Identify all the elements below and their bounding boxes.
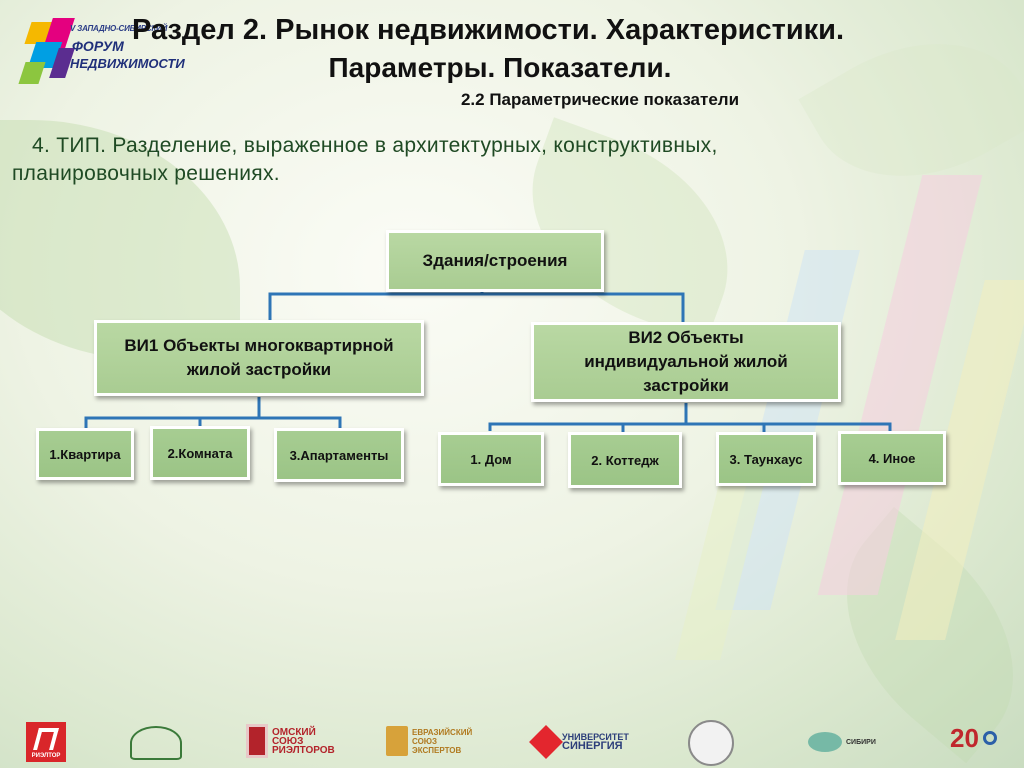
- sinergy-line2: СИНЕРГИЯ: [562, 740, 623, 752]
- diagram-root-node: Здания/строения: [386, 230, 604, 292]
- sibiri-text: СИБИРИ: [846, 738, 876, 746]
- leaf-label: 4. Иное: [868, 450, 916, 466]
- sinergy-logo: УНИВЕРСИТЕТ СИНЕРГИЯ: [529, 725, 629, 759]
- diagram-leaf-node: 4. Иное: [838, 431, 946, 485]
- page-title: Раздел 2. Рынок недвижимости. Характерис…: [132, 14, 845, 46]
- rieltor-logo: РИЭЛТОР: [26, 722, 66, 762]
- omsk-line1: ОМСКИЙ: [272, 726, 316, 738]
- omsk-line3: РИЭЛТОРОВ: [272, 744, 335, 756]
- diagram-branch-node-vi2: ВИ2 Объекты индивидуальной жилой застрой…: [531, 322, 841, 402]
- diagram-leaf-node: 3. Таунхаус: [716, 432, 816, 486]
- branch1-label: ВИ1 Объекты многоквартирной жилой застро…: [124, 336, 394, 379]
- eurasian-line2: СОЮЗ: [412, 736, 438, 746]
- omsk-union-logo: ОМСКИЙ СОЮЗ РИЭЛТОРОВ: [246, 724, 335, 758]
- diagram-branch-node-vi1: ВИ1 Объекты многоквартирной жилой застро…: [94, 320, 424, 396]
- forum-logo: V ЗАПАДНО-СИБИРСКИЙ ФОРУМ НЕДВИЖИМОСТИ: [18, 14, 185, 94]
- eurasian-union-logo: ЕВРАЗИЙСКИЙ СОЮЗ ЭКСПЕРТОВ: [386, 726, 472, 756]
- diagram-leaf-node: 2. Коттедж: [568, 432, 682, 488]
- eurasian-line1: ЕВРАЗИЙСКИЙ: [412, 727, 473, 737]
- diagram-leaf-node: 3.Апартаменты: [274, 428, 404, 482]
- leaf-label: 2. Коттедж: [591, 452, 659, 468]
- branch2-label: ВИ2 Объекты индивидуальной жилой застрой…: [584, 328, 788, 395]
- page-subtitle: Параметры. Показатели.: [328, 52, 672, 83]
- diagram-leaf-node: 1. Дом: [438, 432, 544, 486]
- leaf-label: 1. Дом: [470, 451, 512, 467]
- diagram-leaf-node: 2.Комната: [150, 426, 250, 480]
- logo-line1: V ЗАПАДНО-СИБИРСКИЙ: [70, 24, 168, 33]
- eurasian-line3: ЭКСПЕРТОВ: [412, 745, 462, 755]
- logo-20-text: 20: [950, 723, 979, 753]
- sibiri-logo: СИБИРИ: [808, 732, 876, 752]
- lead-line-2: планировочных решениях.: [12, 162, 280, 185]
- logo-line3: НЕДВИЖИМОСТИ: [70, 56, 185, 71]
- rieltor-text: РИЭЛТОР: [31, 753, 61, 759]
- root-label: Здания/строения: [422, 251, 568, 270]
- logo-line2: ФОРУМ: [72, 38, 124, 54]
- diagram-leaf-node: 1.Квартира: [36, 428, 134, 480]
- anniversary-20-logo: 20: [950, 724, 997, 752]
- leaf-label: 1.Квартира: [49, 446, 121, 462]
- university-seal-logo: [688, 720, 734, 766]
- leaf-label: 3. Таунхаус: [729, 451, 803, 467]
- leaf-label: 3.Апартаменты: [289, 447, 389, 463]
- sinergy-line1: УНИВЕРСИТЕТ: [562, 732, 629, 742]
- omsk-line2: СОЮЗ: [272, 735, 304, 747]
- lead-text: 4. ТИП. Разделение, выраженное в архитек…: [12, 132, 1012, 188]
- lead-line-1: 4. ТИП. Разделение, выраженное в архитек…: [32, 134, 718, 157]
- chamber-logo: [130, 726, 182, 760]
- section-heading: 2.2 Параметрические показатели: [460, 90, 740, 109]
- leaf-label: 2.Комната: [167, 445, 233, 461]
